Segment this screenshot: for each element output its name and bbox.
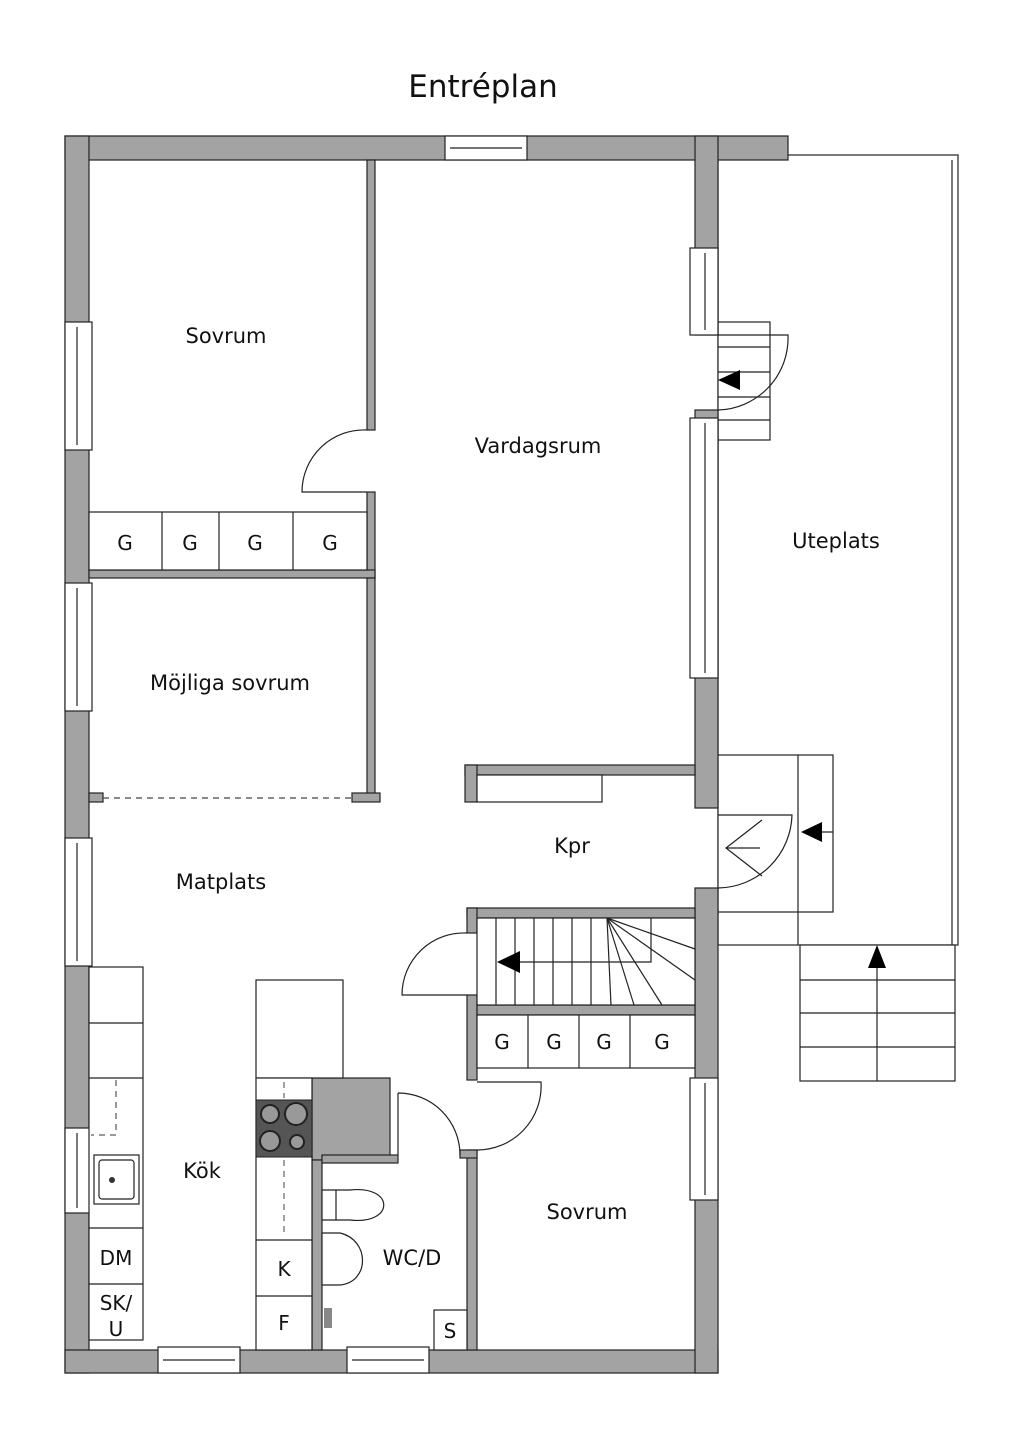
entrance-arrow-icon xyxy=(718,370,740,390)
washer-label-line2: U xyxy=(109,1317,124,1341)
stairs-up-arrow-icon xyxy=(868,945,886,968)
room-label-sovrum-bottom: Sovrum xyxy=(546,1200,627,1224)
faucet-icon xyxy=(324,1308,332,1328)
room-label-mojliga-sovrum: Möjliga sovrum xyxy=(150,671,310,695)
washer-label-line1: SK/ xyxy=(100,1291,133,1315)
stairs-down-arrow-icon xyxy=(497,951,520,973)
closet-label: G xyxy=(494,1030,510,1054)
room-label-matplats: Matplats xyxy=(176,870,266,894)
plan-title: Entréplan xyxy=(408,69,557,105)
toilet-icon xyxy=(321,1189,385,1221)
closet-label: G xyxy=(182,531,198,555)
room-label-wcd: WC/D xyxy=(383,1246,442,1270)
wc-fixtures: S xyxy=(321,1189,468,1351)
dishwasher-label: DM xyxy=(100,1246,133,1270)
closet-label: G xyxy=(596,1030,612,1054)
outer-walls xyxy=(64,135,789,1374)
room-label-sovrum: Sovrum xyxy=(185,324,266,348)
closets-bottom: G G G G xyxy=(476,1014,696,1069)
room-label-kok: Kök xyxy=(183,1159,222,1183)
closet-label: G xyxy=(654,1030,670,1054)
closet-label: G xyxy=(247,531,263,555)
room-label-uteplats: Uteplats xyxy=(792,529,880,553)
freezer-label: F xyxy=(278,1311,290,1335)
room-label-vardagsrum: Vardagsrum xyxy=(475,434,602,458)
doors xyxy=(301,334,793,1156)
interior-walls xyxy=(88,159,696,1351)
staircase xyxy=(476,917,696,1006)
fridge-label: K xyxy=(277,1257,291,1281)
windows xyxy=(64,135,719,1374)
closets-top: G G G G xyxy=(88,511,368,571)
uteplats-deck xyxy=(717,154,959,1082)
kitchen-counters: DM SK/ U K F xyxy=(88,966,344,1351)
washbasin-icon xyxy=(321,1232,363,1286)
room-label-kpr: Kpr xyxy=(554,834,590,858)
shower-label: S xyxy=(444,1319,457,1343)
hallway-bench xyxy=(476,774,603,803)
closet-label: G xyxy=(117,531,133,555)
sink-icon xyxy=(93,1154,140,1205)
stove-icon xyxy=(255,1099,313,1158)
closet-label: G xyxy=(546,1030,562,1054)
closet-label: G xyxy=(322,531,338,555)
entry-arrow-icon xyxy=(801,822,822,842)
